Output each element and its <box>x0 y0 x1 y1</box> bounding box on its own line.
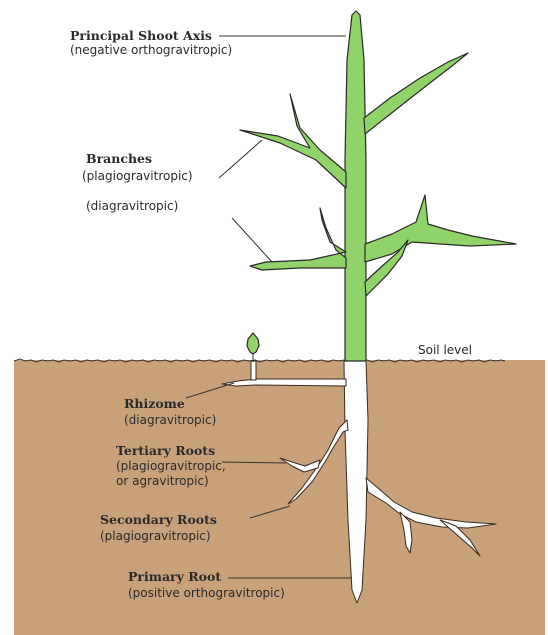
principal-shoot <box>345 11 366 361</box>
primary-title: Primary Root <box>128 569 221 584</box>
secondary-title: Secondary Roots <box>100 512 217 527</box>
branch-lower-left <box>250 208 346 270</box>
soil-level-label: Soil level <box>418 343 472 357</box>
principal-shoot-title: Principal Shoot Axis <box>70 28 212 43</box>
rhizome-sub: (diagravitropic) <box>124 413 216 427</box>
leader-branches-2 <box>232 218 272 262</box>
primary-sub: (positive orthogravitropic) <box>128 586 285 600</box>
branches-sub2: (diagravitropic) <box>86 199 178 213</box>
shoot-system <box>240 11 516 362</box>
rhizome-sprout <box>247 333 259 354</box>
branch-upper-left <box>240 94 346 188</box>
branches-sub1: (plagiogravitropic) <box>82 169 193 183</box>
tertiary-title: Tertiary Roots <box>116 443 215 458</box>
leader-branches-1 <box>219 140 262 178</box>
tertiary-sub1: (plagiogravitropic, <box>116 459 226 473</box>
branches-title: Branches <box>86 151 152 166</box>
principal-shoot-sub: (negative orthogravitropic) <box>70 43 232 57</box>
tertiary-sub2: or agravitropic) <box>116 474 209 488</box>
rhizome-title: Rhizome <box>124 396 185 411</box>
secondary-sub: (plagiogravitropic) <box>100 529 211 543</box>
rhizome-stem <box>251 361 256 380</box>
branch-upper-right <box>364 53 468 134</box>
branch-mid-right <box>365 195 516 262</box>
